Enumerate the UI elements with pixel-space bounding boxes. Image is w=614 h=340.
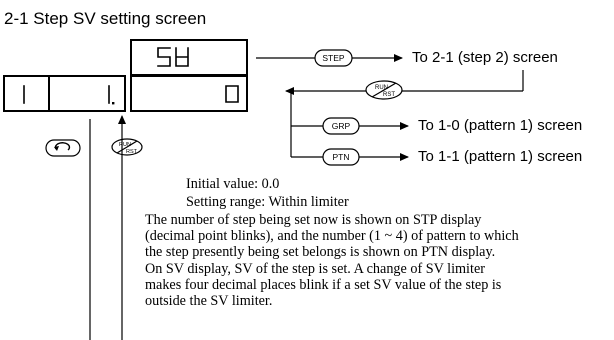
grp-destination: To 1-0 (pattern 1) screen [418, 117, 583, 134]
setting-range-note: Setting range: Within limiter [186, 194, 349, 210]
run-rst-key-top: RUN [375, 85, 388, 91]
run-rst-bottom-slash [116, 140, 138, 154]
sv-label-display [130, 39, 248, 76]
ptn-destination: To 1-1 (pattern 1) screen [418, 148, 583, 165]
description-line: makes four decimal places blink if a set… [145, 276, 502, 293]
initial-value-note: Initial value: 0.0 [186, 176, 280, 192]
run-rst-bottom-left-top: RUN [119, 142, 131, 148]
mode-key[interactable] [45, 139, 81, 157]
description-line: The number of step being set now is show… [145, 212, 482, 228]
run-rst-key-slash [371, 82, 397, 98]
grp-key-label: GRP [332, 121, 351, 131]
page-title: 2-1 Step SV setting screen [4, 9, 207, 28]
description-line: outside the SV limiter. [145, 293, 273, 310]
description-note: The number of step being set now is show… [145, 212, 519, 309]
ptn-decimal-point [112, 102, 115, 105]
sv-value-display [130, 75, 248, 112]
step-key-label: STEP [322, 53, 345, 63]
run-rst-bottom-left-bottom: RST [126, 149, 138, 155]
description-line: the step presently being set belongs is … [145, 244, 496, 261]
description-line: (decimal point blinks), and the number (… [145, 228, 519, 245]
step-destination: To 2-1 (step 2) screen [412, 49, 558, 66]
rotate-icon [54, 142, 71, 151]
ptn-key-label: PTN [333, 152, 350, 162]
description-line: On SV display, SV of the step is set. A … [145, 260, 485, 277]
sv-label-segments [157, 47, 189, 67]
run-rst-key-bottom: RST [383, 92, 395, 98]
sv-value-digit [225, 85, 239, 103]
stp-ptn-display [3, 75, 126, 112]
